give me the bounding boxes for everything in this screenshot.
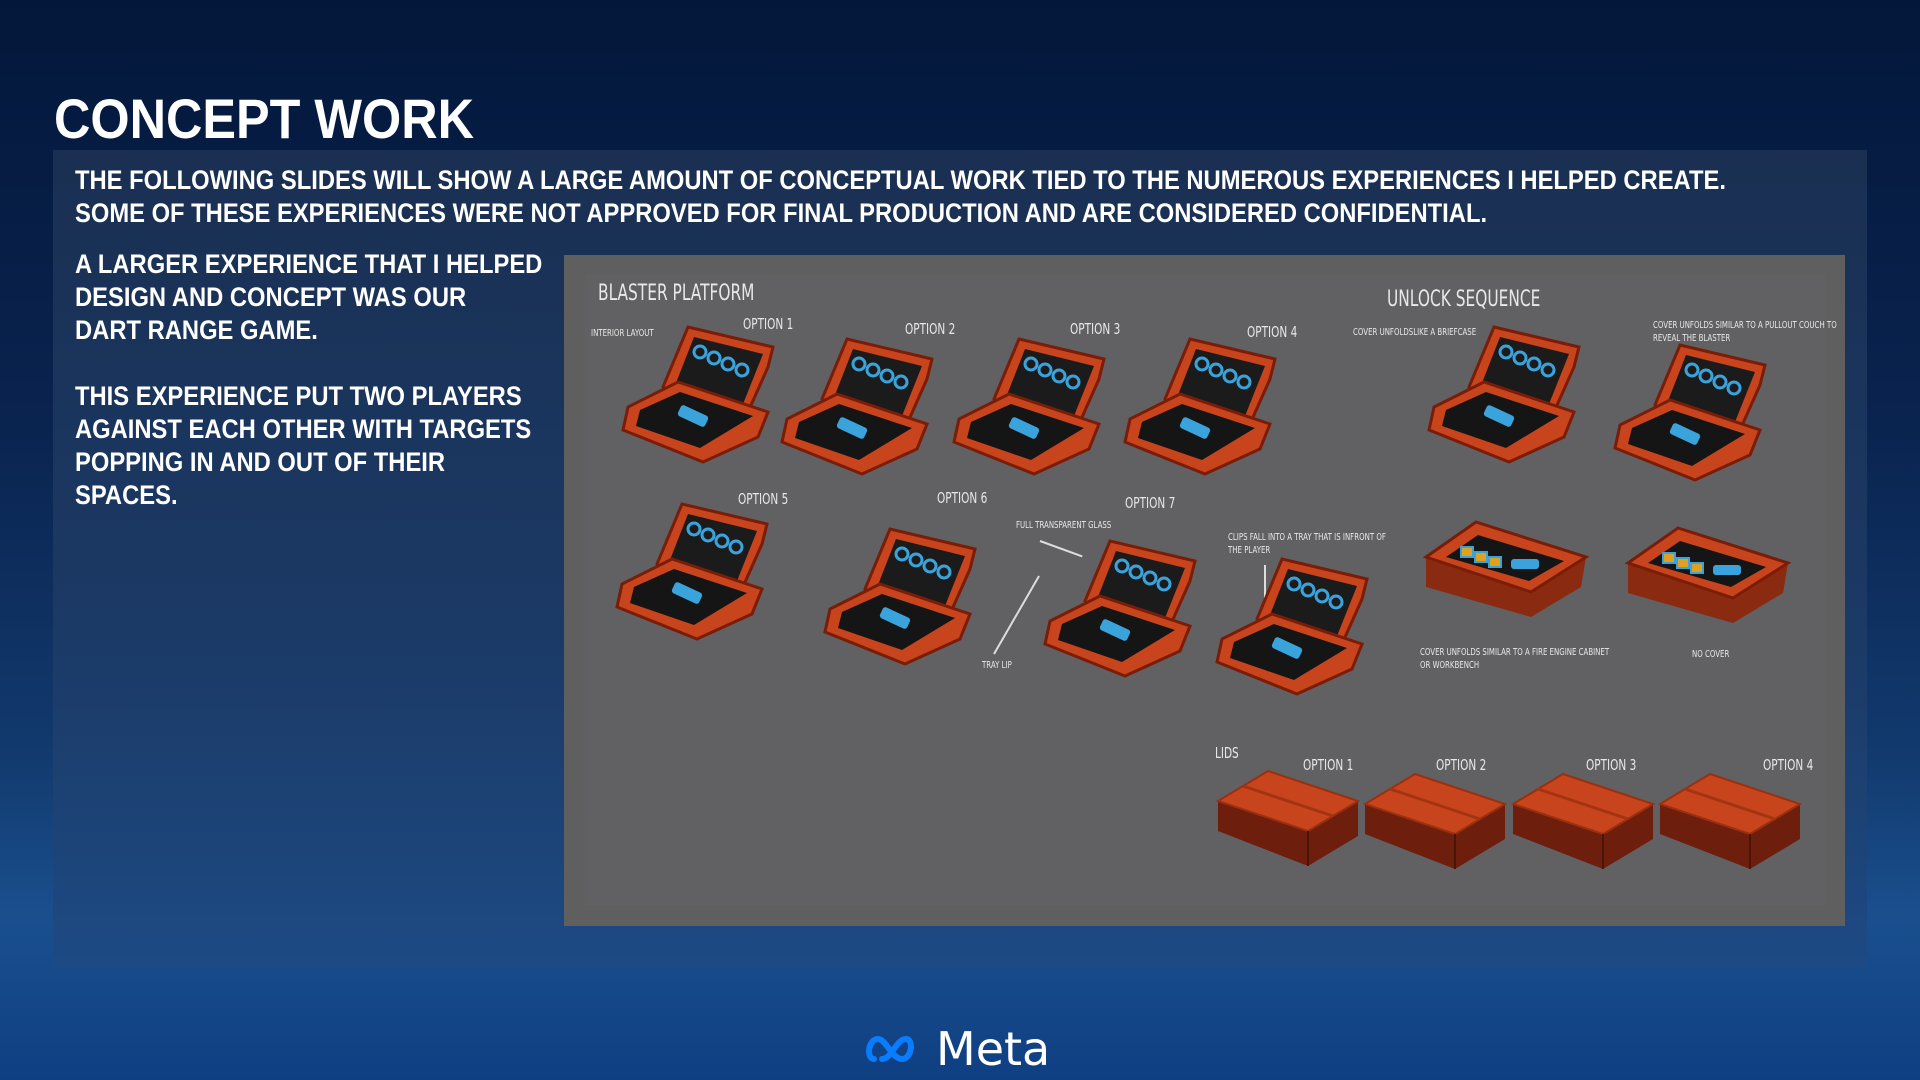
meta-wordmark: Meta	[936, 1022, 1051, 1076]
case-render	[1657, 772, 1803, 869]
clips-tray-label: CLIPS FALL INTO A TRAY THAT IS INFRONT O…	[1228, 531, 1386, 557]
line: SPACES.	[75, 480, 178, 510]
case-render	[952, 337, 1106, 476]
lids-label: LIDS	[1215, 744, 1239, 762]
option-label: OPTION 6	[937, 489, 988, 507]
case-render	[1362, 772, 1508, 869]
case-render	[1215, 769, 1361, 866]
description: A LARGER EXPERIENCE THAT I HELPED DESIGN…	[75, 248, 542, 545]
couch-label: COVER UNFOLDS SIMILAR TO A PULLOUT COUCH…	[1653, 319, 1837, 345]
option-label: OPTION 5	[738, 490, 789, 508]
case-render	[1422, 520, 1590, 617]
case-unlock-no-cover	[1618, 483, 1798, 643]
case-render	[1215, 557, 1369, 696]
case-option-7	[1030, 526, 1210, 686]
line: OR WORKBENCH	[1420, 660, 1480, 671]
case-render	[1043, 539, 1197, 678]
case-option-3	[939, 324, 1119, 484]
meta-logo: Meta	[866, 1022, 1050, 1076]
line: COVER UNFOLDS SIMILAR TO A PULLOUT COUCH…	[1653, 320, 1837, 331]
case-option-5	[602, 489, 782, 649]
lid-option-1	[1198, 731, 1378, 891]
case-unlock-briefcase	[1414, 312, 1594, 472]
option-label: OPTION 3	[1070, 320, 1121, 338]
paragraph-2: THIS EXPERIENCE PUT TWO PLAYERS AGAINST …	[75, 380, 542, 512]
intro-line: SOME OF THESE EXPERIENCES WERE NOT APPRO…	[75, 198, 1488, 228]
interior-layout-label: INTERIOR LAYOUT	[591, 328, 654, 339]
lid-option-4	[1640, 734, 1820, 894]
line: A LARGER EXPERIENCE THAT I HELPED	[75, 249, 543, 279]
line: AGAINST EACH OTHER WITH TARGETS	[75, 414, 532, 444]
case-render	[1123, 337, 1277, 476]
case-unlock-couch	[1600, 330, 1780, 490]
line: THE PLAYER	[1228, 545, 1271, 556]
line: DESIGN AND CONCEPT WAS OUR	[75, 282, 467, 312]
no-cover-label: NO COVER	[1692, 649, 1730, 660]
option-label: OPTION 7	[1125, 494, 1176, 512]
meta-infinity-icon	[866, 1035, 914, 1063]
content-panel: THE FOLLOWING SLIDES WILL SHOW A LARGE A…	[53, 150, 1867, 968]
lid-option-label: OPTION 3	[1586, 756, 1637, 774]
case-unlock-fire-engine	[1416, 477, 1596, 637]
line: REVEAL THE BLASTER	[1653, 333, 1731, 344]
case-render	[823, 527, 977, 666]
fire-engine-label: COVER UNFOLDS SIMILAR TO A FIRE ENGINE C…	[1420, 646, 1609, 672]
glass-label: FULL TRANSPARENT GLASS	[1016, 520, 1112, 531]
option-label: OPTION 2	[905, 320, 956, 338]
lid-option-label: OPTION 2	[1436, 756, 1487, 774]
lid-option-2	[1345, 734, 1525, 894]
line: THIS EXPERIENCE PUT TWO PLAYERS	[75, 381, 522, 411]
lid-option-label: OPTION 4	[1763, 756, 1814, 774]
briefcase-label: COVER UNFOLDSLIKE A BRIEFCASE	[1353, 327, 1477, 338]
slide-title: CONCEPT WORK	[54, 87, 474, 150]
case-render	[780, 337, 934, 476]
case-option-2	[767, 324, 947, 484]
case-render	[621, 325, 775, 464]
case-render	[1427, 325, 1581, 464]
case-render	[1624, 526, 1792, 623]
lid-option-3	[1493, 734, 1673, 894]
case-option-1	[608, 312, 788, 472]
case-render	[615, 502, 769, 641]
unlock-sequence-heading: UNLOCK SEQUENCE	[1387, 287, 1541, 312]
option-label: OPTION 4	[1247, 323, 1298, 341]
paragraph-1: A LARGER EXPERIENCE THAT I HELPED DESIGN…	[75, 248, 542, 347]
intro-line: THE FOLLOWING SLIDES WILL SHOW A LARGE A…	[75, 165, 1726, 195]
option-label: OPTION 1	[743, 315, 794, 333]
blaster-platform-heading: BLASTER PLATFORM	[598, 281, 755, 306]
concept-art-image: BLASTER PLATFORM INTERIOR LAYOUT OPTION …	[564, 255, 1845, 926]
line: COVER UNFOLDS SIMILAR TO A FIRE ENGINE C…	[1420, 647, 1610, 658]
lid-option-label: OPTION 1	[1303, 756, 1354, 774]
line: CLIPS FALL INTO A TRAY THAT IS INFRONT O…	[1228, 532, 1386, 543]
annotation-line	[1264, 565, 1266, 625]
line: DART RANGE GAME.	[75, 315, 318, 345]
case-option-4	[1110, 324, 1290, 484]
case-render	[1510, 772, 1656, 869]
case-clip-tray	[1202, 544, 1382, 704]
intro-text: THE FOLLOWING SLIDES WILL SHOW A LARGE A…	[75, 164, 1726, 230]
case-option-6	[810, 514, 990, 674]
case-render	[1613, 343, 1767, 482]
tray-lip-label: TRAY LIP	[982, 660, 1012, 671]
line: POPPING IN AND OUT OF THEIR	[75, 447, 446, 477]
